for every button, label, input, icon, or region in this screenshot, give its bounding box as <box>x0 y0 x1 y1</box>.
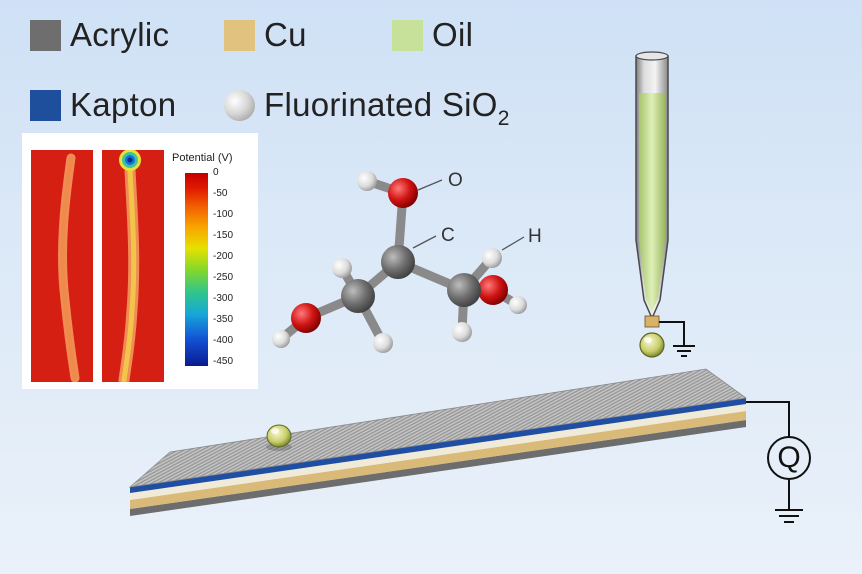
hydrogen-atom <box>357 171 377 191</box>
legend-item-oil: Oil <box>392 16 473 54</box>
teng-substrate <box>128 368 748 516</box>
hydrogen-atom <box>482 248 502 268</box>
potential-map-left <box>31 150 93 383</box>
legend-label-kapton: Kapton <box>70 86 177 123</box>
legend-label-oil: Oil <box>432 16 474 53</box>
legend-item-acrylic: Acrylic <box>30 16 169 54</box>
cu-swatch <box>224 19 255 51</box>
kpfm-inset: Potential (V) 0 -50 -100 -150 -200 -250 … <box>22 133 258 389</box>
hydrogen-atom <box>272 330 290 348</box>
colorbar-tick: -250 <box>213 272 234 283</box>
label-hydrogen: H <box>528 226 542 247</box>
colorbar-tick: -50 <box>213 188 228 199</box>
atom-leader-lines <box>412 179 525 251</box>
colorbar-tick: -150 <box>213 230 234 241</box>
colorbar-title: Potential (V) <box>172 152 233 164</box>
hydrogen-atom <box>452 322 472 342</box>
oxygen-atom <box>291 303 321 333</box>
label-carbon: C <box>441 225 455 246</box>
potential-map-right <box>102 149 164 386</box>
ground-symbol-pipette <box>659 321 695 357</box>
carbon-atom <box>341 279 375 313</box>
colorbar-tick: 0 <box>213 167 219 178</box>
pipette <box>635 51 669 358</box>
sio2-label-main: Fluorinated SiO <box>264 86 498 123</box>
colorbar-tick: -400 <box>213 335 234 346</box>
hydrogen-atom <box>332 258 352 278</box>
legend-item-kapton: Kapton <box>30 86 176 124</box>
hydrogen-atom <box>509 296 527 314</box>
colorbar-tick: -450 <box>213 356 234 367</box>
colorbar <box>185 173 208 366</box>
kapton-swatch <box>30 89 61 121</box>
carbon-atom <box>381 245 415 279</box>
oxygen-atom <box>478 275 508 305</box>
carbon-atom <box>447 273 481 307</box>
legend-label-acrylic: Acrylic <box>70 16 170 53</box>
legend-label-fluorinated-sio2: Fluorinated SiO2 <box>264 86 510 130</box>
hydrogen-atom <box>373 333 393 353</box>
sio2-label-subscript: 2 <box>497 107 510 130</box>
colorbar-tick: -350 <box>213 314 234 325</box>
acrylic-swatch <box>30 19 61 51</box>
legend-label-cu: Cu <box>264 16 307 53</box>
colorbar-tick: -200 <box>213 251 234 262</box>
sio2-sphere-icon <box>224 89 255 121</box>
legend-item-cu: Cu <box>224 16 307 54</box>
glycerol-atoms <box>272 171 527 353</box>
electrometer-circuit <box>746 401 811 523</box>
label-oxygen: O <box>448 170 463 191</box>
oil-swatch <box>392 19 423 51</box>
colorbar-tick: -100 <box>213 209 234 220</box>
oxygen-atom <box>388 178 418 208</box>
fiber-trace-right <box>118 149 141 386</box>
fiber-trace-left <box>58 153 80 383</box>
legend-item-fluorinated-sio2: Fluorinated SiO2 <box>224 86 510 130</box>
oil-droplet-on-surface <box>266 424 292 451</box>
colorbar-tick: -300 <box>213 293 234 304</box>
charge-meter-label: Q <box>777 441 801 474</box>
